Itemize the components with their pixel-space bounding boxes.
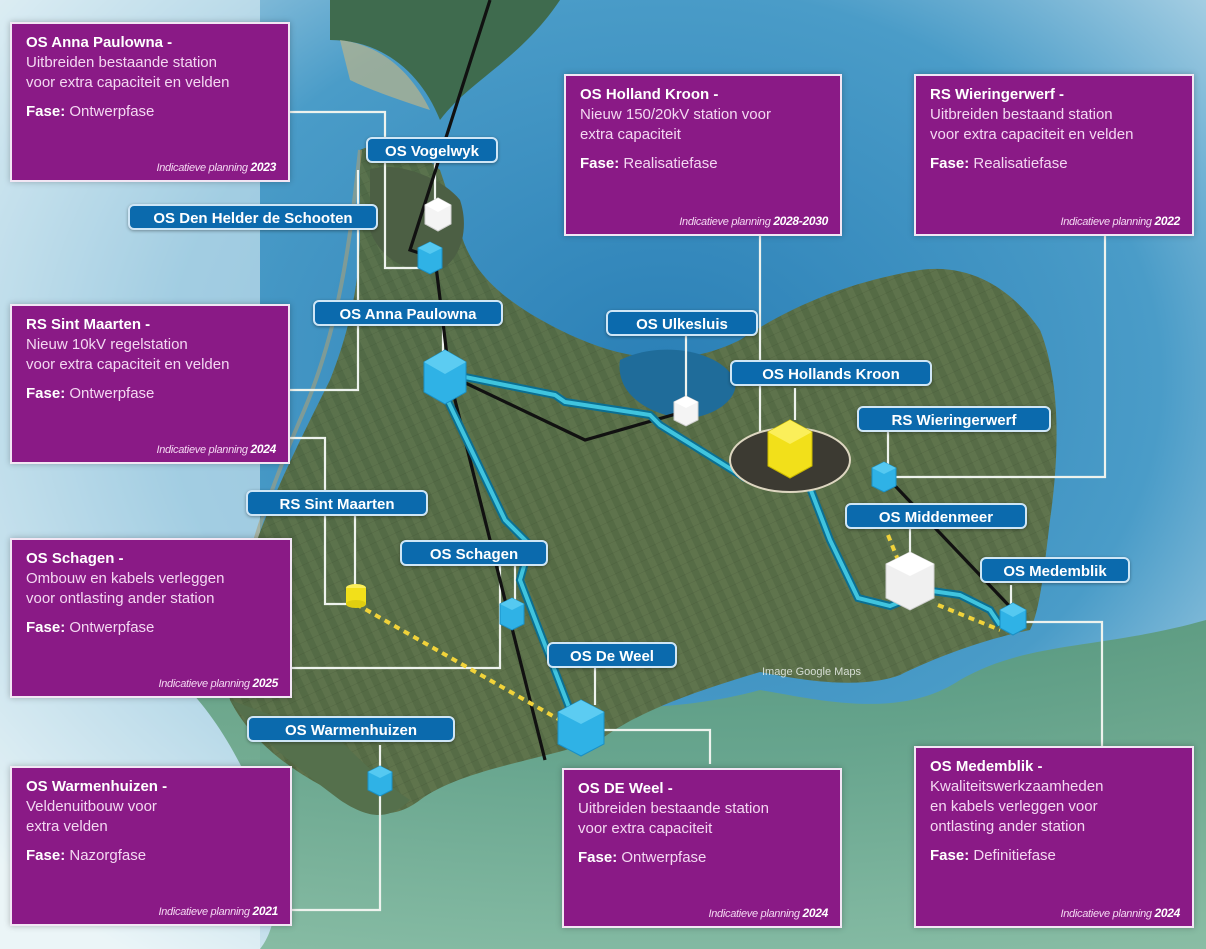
label-sint-maarten[interactable]: RS Sint Maarten <box>246 490 428 516</box>
info-description-line: Ombouw en kabels verleggen <box>26 570 225 587</box>
info-description-line: Nieuw 10kV regelstation <box>26 336 188 353</box>
label-anna-paulowna[interactable]: OS Anna Paulowna <box>313 300 503 326</box>
info-planning: Indicatieve planning 2021 <box>158 904 278 918</box>
station-sint-maarten[interactable] <box>346 584 366 608</box>
info-planning: Indicatieve planning 2022 <box>1060 214 1180 228</box>
label-ulkesluis[interactable]: OS Ulkesluis <box>606 310 758 336</box>
info-planning: Indicatieve planning 2024 <box>156 442 276 456</box>
info-title: OS Holland Kroon - <box>580 86 719 103</box>
station-de-weel[interactable] <box>557 699 605 757</box>
den-helder-cape <box>370 166 464 271</box>
info-description-line: voor extra capaciteit en velden <box>26 356 230 373</box>
label-hollands-kroon[interactable]: OS Hollands Kroon <box>730 360 932 386</box>
info-description-line: ontlasting ander station <box>930 818 1086 835</box>
info-phase: Fase: Definitiefase <box>930 847 1056 864</box>
info-title: OS Medemblik - <box>930 758 1043 775</box>
station-vogelwyk[interactable] <box>424 197 452 232</box>
info-description-line: voor ontlasting ander station <box>26 590 215 607</box>
info-description-line: voor extra capaciteit en velden <box>930 126 1134 143</box>
map-attribution: Image Google Maps <box>762 666 862 678</box>
station-schagen[interactable] <box>499 597 525 631</box>
station-den-helder[interactable] <box>417 241 443 275</box>
info-planning: Indicatieve planning 2025 <box>158 676 278 690</box>
info-title: RS Sint Maarten - <box>26 316 151 333</box>
info-box-medemblik: OS Medemblik - Kwaliteitswerkzaamheden e… <box>914 746 1194 928</box>
info-description-line: Uitbreiden bestaand station <box>930 106 1113 123</box>
station-wieringerwerf[interactable] <box>871 461 897 493</box>
info-box-wieringerwerf: RS Wieringerwerf - Uitbreiden bestaand s… <box>914 74 1194 236</box>
info-box-holland-kroon: OS Holland Kroon - Nieuw 150/20kV statio… <box>564 74 842 236</box>
texel-island <box>330 0 560 120</box>
info-box-anna-paulowna: OS Anna Paulowna - Uitbreiden bestaande … <box>10 22 290 182</box>
info-box-warmenhuizen: OS Warmenhuizen - Veldenuitbouw voor ext… <box>10 766 292 926</box>
info-description-line: extra capaciteit <box>580 126 681 143</box>
info-description-line: Kwaliteitswerkzaamheden <box>930 778 1104 795</box>
info-planning: Indicatieve planning 2024 <box>708 906 828 920</box>
info-planning: Indicatieve planning 2024 <box>1060 906 1180 920</box>
info-description-line: en kabels verleggen voor <box>930 798 1098 815</box>
info-box-schagen: OS Schagen - Ombouw en kabels verleggen … <box>10 538 292 698</box>
info-description-line: voor extra capaciteit <box>578 820 713 837</box>
info-phase: Fase: Realisatiefase <box>580 155 718 172</box>
station-middenmeer[interactable] <box>885 551 935 611</box>
label-den-helder[interactable]: OS Den Helder de Schooten <box>128 204 378 230</box>
info-phase: Fase: Ontwerpfase <box>26 619 155 636</box>
info-title: OS Anna Paulowna - <box>26 34 173 51</box>
label-vogelwyk[interactable]: OS Vogelwyk <box>366 137 498 163</box>
info-description-line: Uitbreiden bestaande station <box>26 54 217 71</box>
label-schagen[interactable]: OS Schagen <box>400 540 548 566</box>
info-title: OS Schagen - <box>26 550 124 567</box>
info-description-line: extra velden <box>26 818 108 835</box>
info-phase: Fase: Ontwerpfase <box>578 849 707 866</box>
info-title: RS Wieringerwerf - <box>930 86 1065 103</box>
info-description-line: Uitbreiden bestaande station <box>578 800 769 817</box>
info-description-line: voor extra capaciteit en velden <box>26 74 230 91</box>
info-title: OS Warmenhuizen - <box>26 778 168 795</box>
info-phase: Fase: Ontwerpfase <box>26 385 155 402</box>
info-phase: Fase: Realisatiefase <box>930 155 1068 172</box>
info-box-sint-maarten: RS Sint Maarten - Nieuw 10kV regelstatio… <box>10 304 290 464</box>
info-planning: Indicatieve planning 2028-2030 <box>679 214 828 228</box>
station-hollands-kroon[interactable] <box>767 419 813 479</box>
label-medemblik[interactable]: OS Medemblik <box>980 557 1130 583</box>
station-medemblik[interactable] <box>999 602 1027 636</box>
station-ulkesluis[interactable] <box>673 395 699 427</box>
station-anna-paulowna[interactable] <box>423 349 467 405</box>
info-description-line: Nieuw 150/20kV station voor <box>580 106 771 123</box>
info-phase: Fase: Nazorgfase <box>26 847 147 864</box>
ulkesluis-water <box>619 349 736 419</box>
info-box-de-weel: OS DE Weel - Uitbreiden bestaande statio… <box>562 768 842 928</box>
info-phase: Fase: Ontwerpfase <box>26 103 155 120</box>
label-warmenhuizen[interactable]: OS Warmenhuizen <box>247 716 455 742</box>
label-de-weel[interactable]: OS De Weel <box>547 642 677 668</box>
info-planning: Indicatieve planning 2023 <box>156 160 276 174</box>
label-wieringerwerf[interactable]: RS Wieringerwerf <box>857 406 1051 432</box>
label-middenmeer[interactable]: OS Middenmeer <box>845 503 1027 529</box>
info-title: OS DE Weel - <box>578 780 673 797</box>
station-warmenhuizen[interactable] <box>367 765 393 797</box>
info-description-line: Veldenuitbouw voor <box>26 798 157 815</box>
